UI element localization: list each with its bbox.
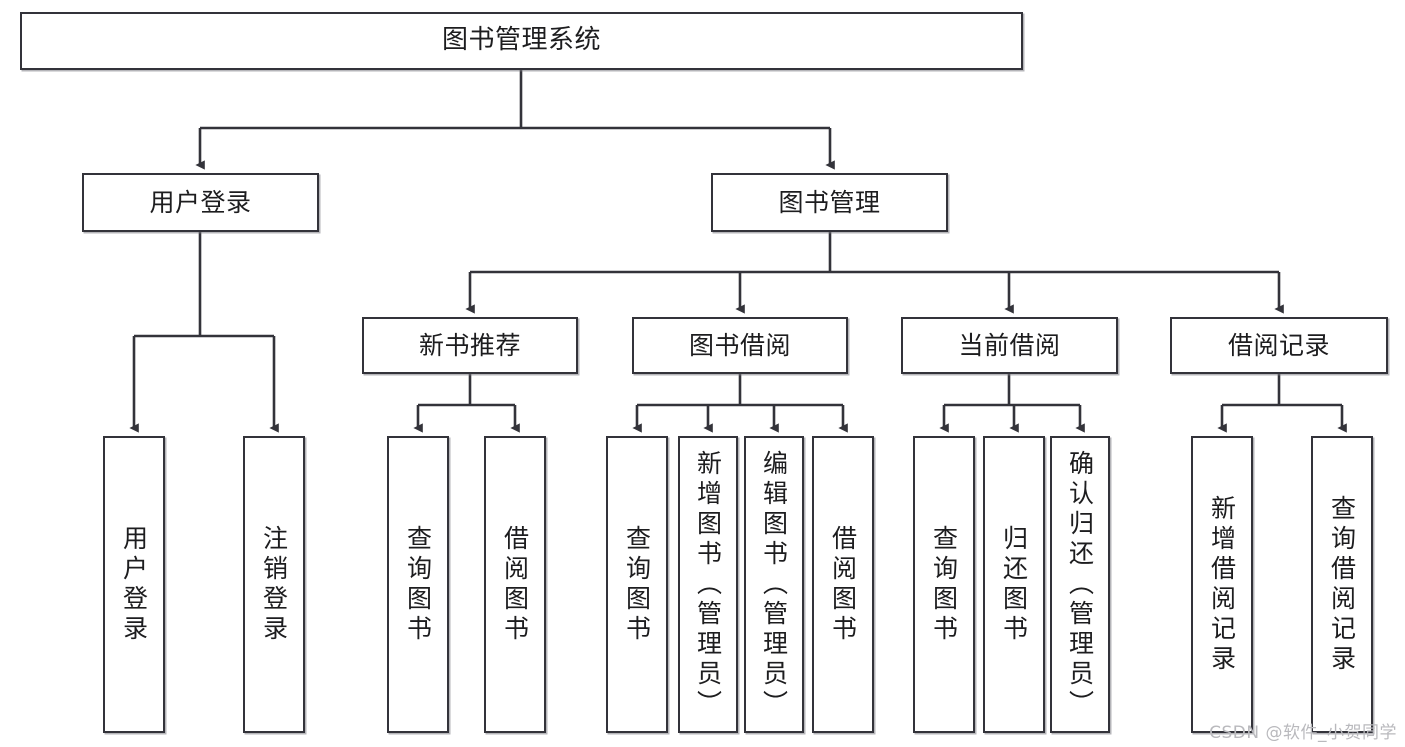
leaf-add-book-admin-label: 新增图书（管理员） xyxy=(693,449,723,720)
leaf-query-book-current[interactable]: 查询图书 xyxy=(913,436,975,733)
leaf-query-book-new[interactable]: 查询图书 xyxy=(387,436,449,733)
leaf-confirm-return-admin[interactable]: 确认归还（管理员） xyxy=(1050,436,1110,733)
node-book-management[interactable]: 图书管理 xyxy=(711,173,948,232)
leaf-user-login-label: 用户登录 xyxy=(119,524,149,645)
leaf-edit-book-admin[interactable]: 编辑图书（管理员） xyxy=(744,436,804,733)
node-user-login-label: 用户登录 xyxy=(149,187,252,217)
node-new-book-recommend-label: 新书推荐 xyxy=(418,330,521,360)
leaf-query-book[interactable]: 查询图书 xyxy=(606,436,668,733)
leaf-add-borrow-record-label: 新增借阅记录 xyxy=(1207,494,1237,675)
csdn-watermark: CSDN @软件_小贺同学 xyxy=(1209,723,1397,743)
node-new-book-recommend[interactable]: 新书推荐 xyxy=(362,317,578,374)
leaf-query-book-label: 查询图书 xyxy=(622,524,652,645)
leaf-add-borrow-record[interactable]: 新增借阅记录 xyxy=(1191,436,1253,733)
node-borrow-record-label: 借阅记录 xyxy=(1227,330,1330,360)
leaf-query-borrow-record[interactable]: 查询借阅记录 xyxy=(1311,436,1373,733)
node-current-borrow-label: 当前借阅 xyxy=(958,330,1061,360)
leaf-user-login[interactable]: 用户登录 xyxy=(103,436,165,733)
leaf-logout[interactable]: 注销登录 xyxy=(243,436,305,733)
node-book-borrow-label: 图书借阅 xyxy=(688,330,791,360)
leaf-add-book-admin[interactable]: 新增图书（管理员） xyxy=(678,436,738,733)
node-current-borrow[interactable]: 当前借阅 xyxy=(901,317,1118,374)
leaf-borrow-book-new-label: 借阅图书 xyxy=(500,524,530,645)
leaf-edit-book-admin-label: 编辑图书（管理员） xyxy=(759,449,789,720)
node-user-login[interactable]: 用户登录 xyxy=(82,173,319,232)
node-book-borrow[interactable]: 图书借阅 xyxy=(632,317,848,374)
node-borrow-record[interactable]: 借阅记录 xyxy=(1170,317,1388,374)
leaf-borrow-book-new[interactable]: 借阅图书 xyxy=(484,436,546,733)
node-book-management-label: 图书管理 xyxy=(778,187,881,217)
leaf-confirm-return-admin-label: 确认归还（管理员） xyxy=(1065,449,1095,720)
node-root[interactable]: 图书管理系统 xyxy=(20,12,1023,70)
node-root-label: 图书管理系统 xyxy=(441,25,601,56)
leaf-query-book-current-label: 查询图书 xyxy=(929,524,959,645)
leaf-return-book[interactable]: 归还图书 xyxy=(983,436,1045,733)
leaf-borrow-book-label: 借阅图书 xyxy=(828,524,858,645)
leaf-borrow-book[interactable]: 借阅图书 xyxy=(812,436,874,733)
leaf-query-borrow-record-label: 查询借阅记录 xyxy=(1327,494,1357,675)
leaf-query-book-new-label: 查询图书 xyxy=(403,524,433,645)
leaf-return-book-label: 归还图书 xyxy=(999,524,1029,645)
leaf-logout-label: 注销登录 xyxy=(259,524,289,645)
